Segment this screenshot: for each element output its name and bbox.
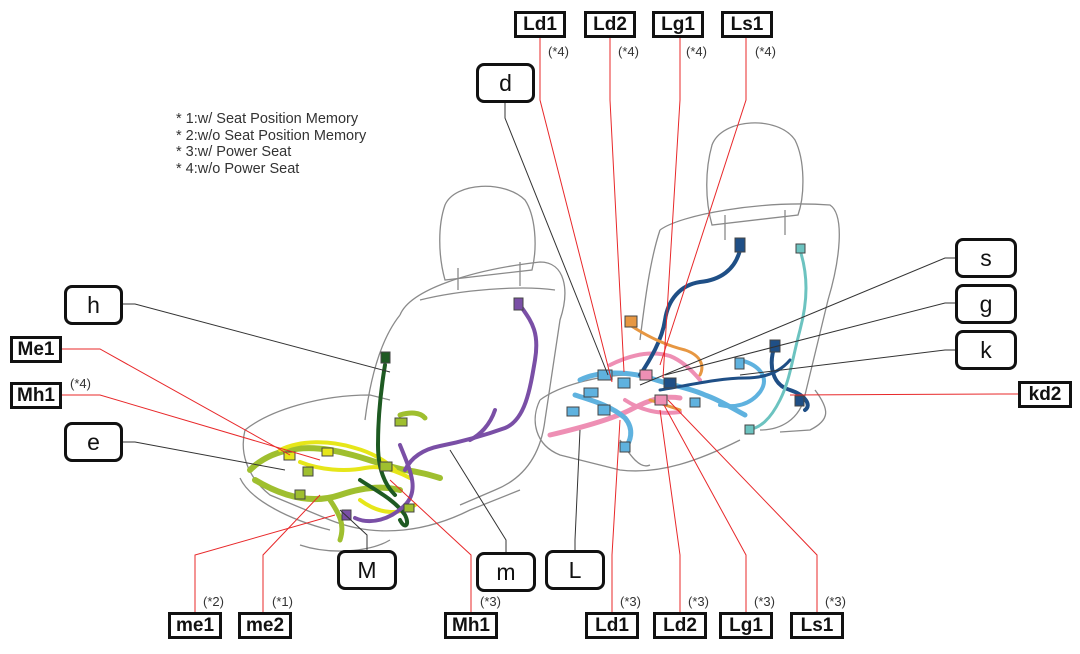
right-seat-harness	[547, 248, 810, 451]
label-k: k	[955, 330, 1017, 370]
note-ld1-top: (*4)	[548, 44, 569, 59]
footnote-2: * 2:w/o Seat Position Memory	[176, 127, 367, 144]
left-seat-connectors	[283, 297, 524, 521]
footnote-4: * 4:w/o Power Seat	[176, 160, 300, 177]
note-mh1-left: (*4)	[70, 376, 91, 391]
label-lg1-top: Lg1	[652, 11, 704, 38]
note-ld2-bottom: (*3)	[688, 594, 709, 609]
component-leader-lines	[123, 100, 955, 552]
label-me2-bottom: me2	[238, 612, 292, 639]
note-ls1-top: (*4)	[755, 44, 776, 59]
note-me2-bottom: (*1)	[272, 594, 293, 609]
label-ld2-bottom: Ld2	[653, 612, 707, 639]
note-ls1-bottom: (*3)	[825, 594, 846, 609]
label-m: m	[476, 552, 536, 592]
label-g: g	[955, 284, 1017, 324]
left-seat-harness	[247, 303, 539, 543]
label-ld1-bottom: Ld1	[585, 612, 639, 639]
label-lg1-bottom: Lg1	[719, 612, 773, 639]
note-lg1-bottom: (*3)	[754, 594, 775, 609]
label-ld2-top: Ld2	[584, 11, 636, 38]
label-L: L	[545, 550, 605, 590]
note-ld2-top: (*4)	[618, 44, 639, 59]
note-me1-bottom: (*2)	[203, 594, 224, 609]
note-lg1-top: (*4)	[686, 44, 707, 59]
right-seat-connectors	[566, 237, 806, 453]
label-d: d	[476, 63, 535, 103]
label-kd2: kd2	[1018, 381, 1072, 408]
label-M: M	[337, 550, 397, 590]
label-s: s	[955, 238, 1017, 278]
footnote-1: * 1:w/ Seat Position Memory	[176, 111, 359, 127]
footnotes: * 1:w/ Seat Position Memory * 2:w/o Seat…	[176, 111, 366, 177]
label-mh1-left: Mh1	[10, 382, 62, 409]
label-me1-bottom: me1	[168, 612, 222, 639]
label-ls1-top: Ls1	[721, 11, 773, 38]
label-e: e	[64, 422, 123, 462]
right-seat-outline	[534, 122, 840, 472]
label-mh1-bottom: Mh1	[444, 612, 498, 639]
label-me1: Me1	[10, 336, 62, 363]
label-ld1-top: Ld1	[514, 11, 566, 38]
note-mh1-bottom: (*3)	[480, 594, 501, 609]
connector-leader-lines	[62, 37, 1018, 612]
left-seat-outline	[239, 185, 566, 552]
label-h: h	[64, 285, 123, 325]
label-ls1-bottom: Ls1	[790, 612, 844, 639]
footnote-3: * 3:w/ Power Seat	[176, 144, 292, 160]
note-ld1-bottom: (*3)	[620, 594, 641, 609]
